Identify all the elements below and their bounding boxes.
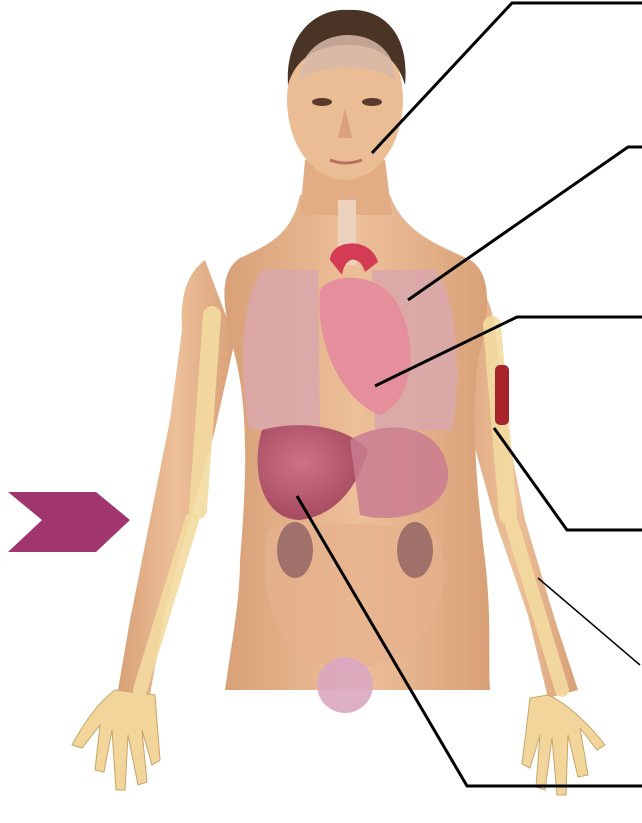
- label-line-brain: [372, 3, 642, 153]
- chevron-arrow-icon: [8, 492, 130, 552]
- right-forearm-bone: [512, 525, 562, 690]
- bone-marrow: [495, 365, 509, 425]
- left-hand: [72, 690, 160, 790]
- right-kidney: [397, 522, 433, 578]
- bladder: [317, 657, 373, 713]
- right-hand: [522, 695, 605, 795]
- left-eye: [312, 98, 332, 106]
- left-kidney: [277, 522, 313, 578]
- right-eye: [362, 98, 382, 106]
- label-line-lungs: [408, 147, 642, 300]
